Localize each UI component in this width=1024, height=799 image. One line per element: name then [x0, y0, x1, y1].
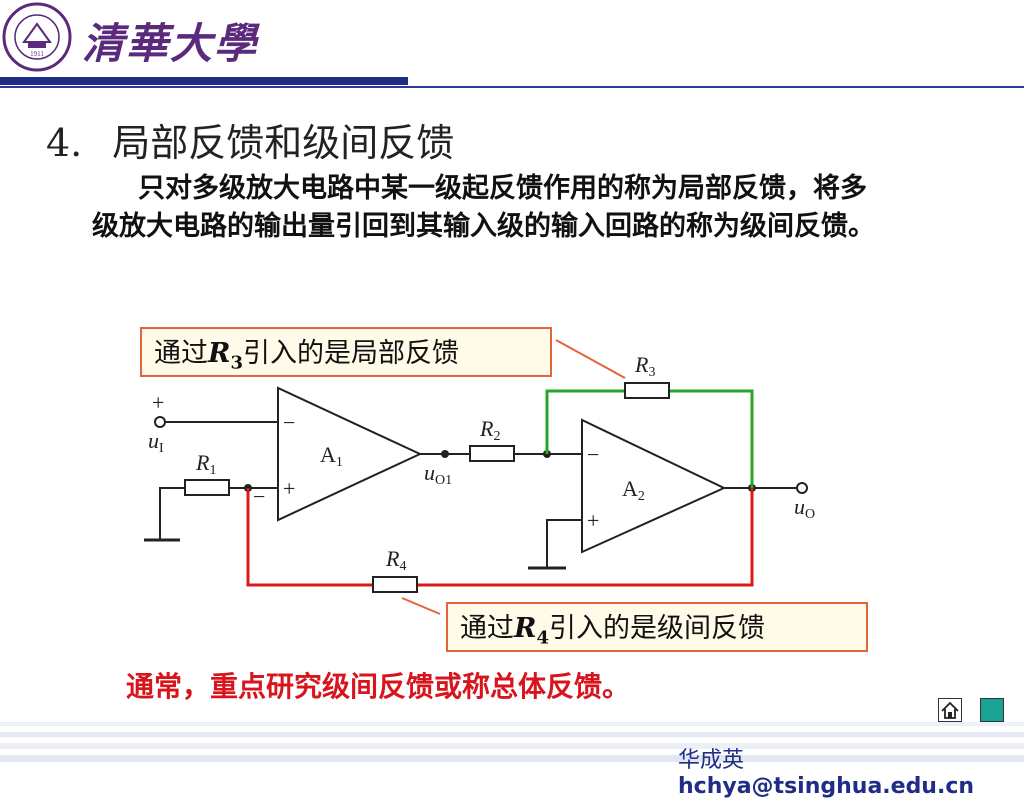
next-button[interactable] [980, 698, 1004, 722]
university-seal: 1911 [2, 2, 72, 72]
opamp-a2 [581, 418, 727, 554]
uo1-label: uO1 [424, 460, 452, 488]
footer-credit: 华成英 hchya@tsinghua.edu.cn [678, 742, 1024, 799]
callout-r4-pointer [401, 597, 441, 615]
resistor-r3 [624, 382, 670, 399]
opamp-a1 [277, 386, 423, 522]
summary-text: 通常，重点研究级间反馈或称总体反馈。 [126, 670, 631, 703]
definition-text: 只对多级放大电路中某一级起反馈作用的称为局部反馈，将多级放大电路的输出量引回到其… [92, 173, 875, 242]
global-feedback-path [246, 488, 373, 587]
r3-label: R3 [634, 352, 655, 380]
heading-number: 4. [46, 121, 83, 165]
resistor-r1 [184, 479, 230, 496]
footer-decoration [0, 722, 1024, 762]
local-feedback-path [545, 389, 625, 454]
a1-label: A1 [320, 442, 343, 470]
heading-title: 局部反馈和级间反馈 [112, 121, 455, 165]
slide-heading: 4. 局部反馈和级间反馈 [46, 112, 454, 167]
input-terminal [154, 416, 166, 428]
a2-plus-sign: + [587, 508, 599, 533]
input-voltage-label: uI [148, 428, 164, 456]
school-name: 清華大學 [82, 19, 259, 68]
a2-label: A2 [622, 476, 645, 504]
a1-minus-sign: − [283, 410, 295, 435]
header-rule [0, 77, 408, 85]
input-plus-sign: + [152, 390, 164, 415]
output-voltage-label: uO [794, 494, 815, 522]
resistor-r2 [469, 445, 515, 462]
resistor-r4 [372, 576, 418, 593]
definition-paragraph: 只对多级放大电路中某一级起反馈作用的称为局部反馈，将多级放大电路的输出量引回到其… [92, 170, 892, 246]
a1-plus-sign: + [283, 476, 295, 501]
callout-global-feedback: 通过R4引入的是级间反馈 [446, 602, 868, 652]
r4-label: R4 [385, 546, 406, 574]
author-email: hchya@tsinghua.edu.cn [678, 774, 975, 799]
r4-node-minus-sign: − [253, 484, 265, 509]
circuit-diagram: + uI R1 − + − A1 uO1 R2 R3 − + A2 uO R4 [140, 339, 825, 615]
callout-local-feedback: 通过R3引入的是局部反馈 [140, 327, 552, 377]
seal-year: 1911 [30, 50, 44, 58]
home-icon [941, 701, 959, 719]
author-name: 华成英 [678, 748, 745, 773]
circuit-panel [140, 352, 825, 598]
header-rule-thin [0, 86, 1024, 88]
a2-minus-sign: − [587, 442, 599, 467]
home-button[interactable] [938, 698, 962, 722]
output-terminal [796, 482, 808, 494]
r1-label: R1 [195, 450, 216, 478]
r2-label: R2 [479, 416, 500, 444]
node-uo1 [441, 450, 449, 458]
callout-r3-pointer [555, 339, 626, 379]
